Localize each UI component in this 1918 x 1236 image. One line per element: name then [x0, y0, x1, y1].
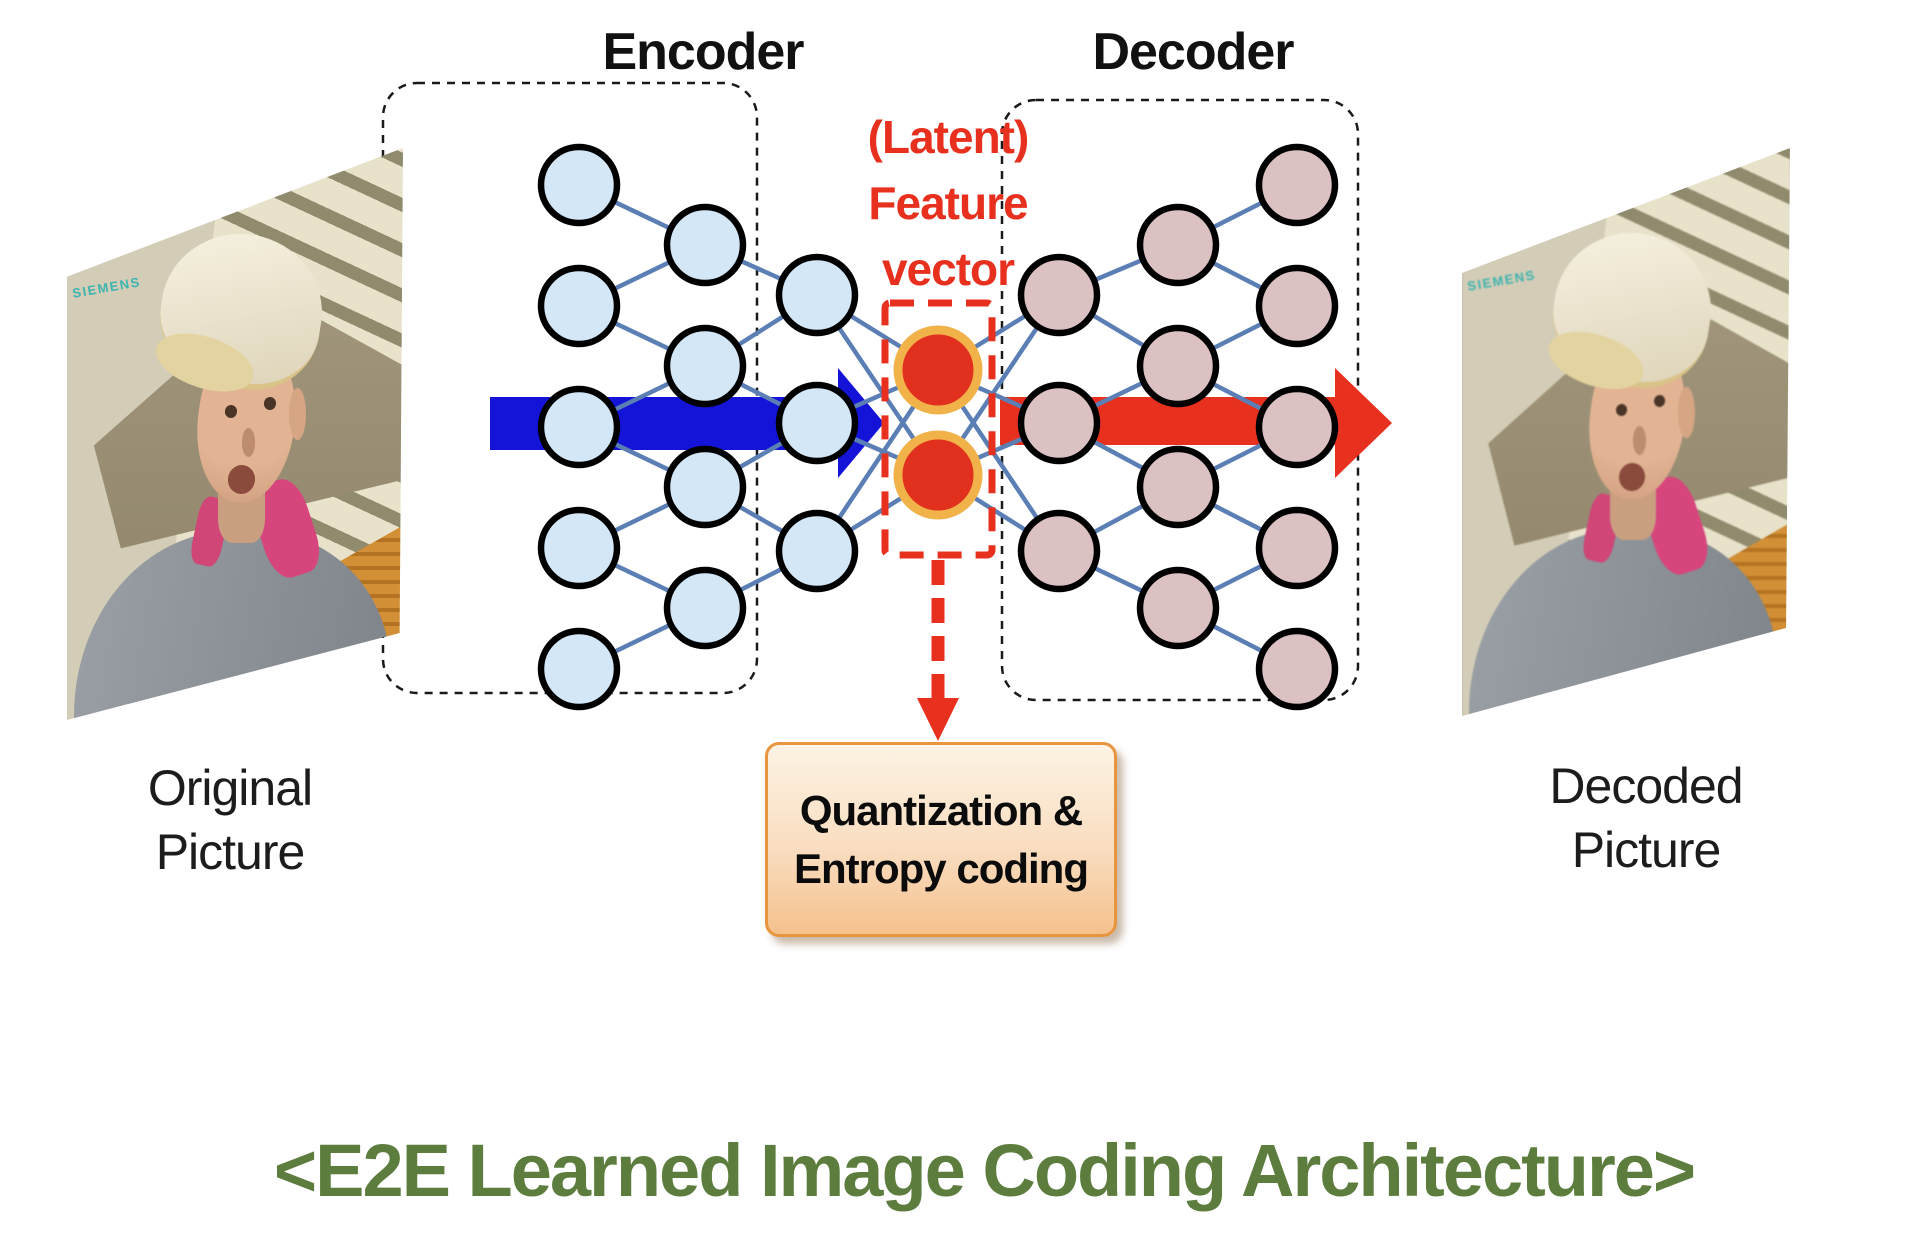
network-node-enc-hidden-3	[663, 566, 747, 650]
network-node-dec-out-0	[1255, 143, 1339, 227]
network-node-dec-in-0	[1017, 253, 1101, 337]
photo-nose	[241, 428, 256, 457]
quantization-box-line2: Entropy coding	[794, 844, 1089, 892]
network-node-enc-out-2	[775, 509, 859, 593]
latent-caption-line2: Feature	[868, 177, 1028, 229]
network-node-enc-in-0	[537, 143, 621, 227]
network-node-dec-hidden-3	[1136, 566, 1220, 650]
photo-ear	[288, 388, 306, 440]
decoder-flow-arrow	[1000, 368, 1392, 478]
network-node-dec-hidden-2	[1136, 445, 1220, 529]
network-node-dec-out-1	[1255, 264, 1339, 348]
network-node-dec-in-2	[1017, 509, 1101, 593]
network-node-dec-out-4	[1255, 627, 1339, 711]
network-node-dec-in-1	[1017, 381, 1101, 465]
network-node-enc-in-4	[537, 627, 621, 711]
network-node-latent-0	[893, 325, 983, 415]
encoder-flow-arrow	[490, 368, 884, 478]
network-node-dec-out-3	[1255, 506, 1339, 590]
slide-title: <E2E Learned Image Coding Architecture>	[273, 1129, 1696, 1212]
latent-vector-dashed-box	[881, 299, 996, 559]
decoded-picture-label: Decoded Picture	[1456, 754, 1836, 882]
photo-ear	[1678, 386, 1695, 438]
decoded-picture-label-line2: Picture	[1571, 822, 1722, 878]
network-node-enc-hidden-1	[663, 324, 747, 408]
quantization-entropy-box: Quantization & Entropy coding	[765, 742, 1117, 937]
network-node-enc-out-1	[775, 381, 859, 465]
decoder-label: Decoder	[1092, 23, 1294, 81]
latent-caption-line3: vector	[881, 243, 1015, 295]
photo-eye	[262, 396, 277, 411]
encoder-dashed-box	[381, 81, 759, 695]
network-node-dec-out-2	[1255, 385, 1339, 469]
network-node-enc-hidden-0	[663, 203, 747, 287]
decoded-picture: SIEMENS	[1462, 148, 1790, 716]
quantization-box-line1: Quantization &	[799, 786, 1083, 834]
network-node-enc-in-3	[537, 506, 621, 590]
latent-feature-vector-caption: (Latent) Feature vector	[798, 104, 1098, 302]
quantization-connector-arrowhead	[917, 698, 959, 741]
decoded-picture-label-line1: Decoded	[1549, 758, 1743, 814]
network-nodes	[537, 143, 1339, 711]
network-node-dec-hidden-0	[1136, 203, 1220, 287]
network-node-enc-in-1	[537, 264, 621, 348]
original-picture-label-line2: Picture	[155, 824, 306, 880]
network-node-enc-hidden-2	[663, 445, 747, 529]
network-node-latent-1	[893, 430, 983, 520]
original-picture-label-line1: Original	[147, 760, 313, 816]
network-node-enc-out-0	[775, 253, 859, 337]
photo-nose	[1632, 426, 1646, 455]
network-node-dec-hidden-1	[1136, 324, 1220, 408]
latent-caption-line1: (Latent)	[867, 111, 1030, 163]
original-picture-label: Original Picture	[40, 756, 420, 884]
encoder-label: Encoder	[602, 23, 804, 81]
network-node-enc-in-2	[537, 385, 621, 469]
